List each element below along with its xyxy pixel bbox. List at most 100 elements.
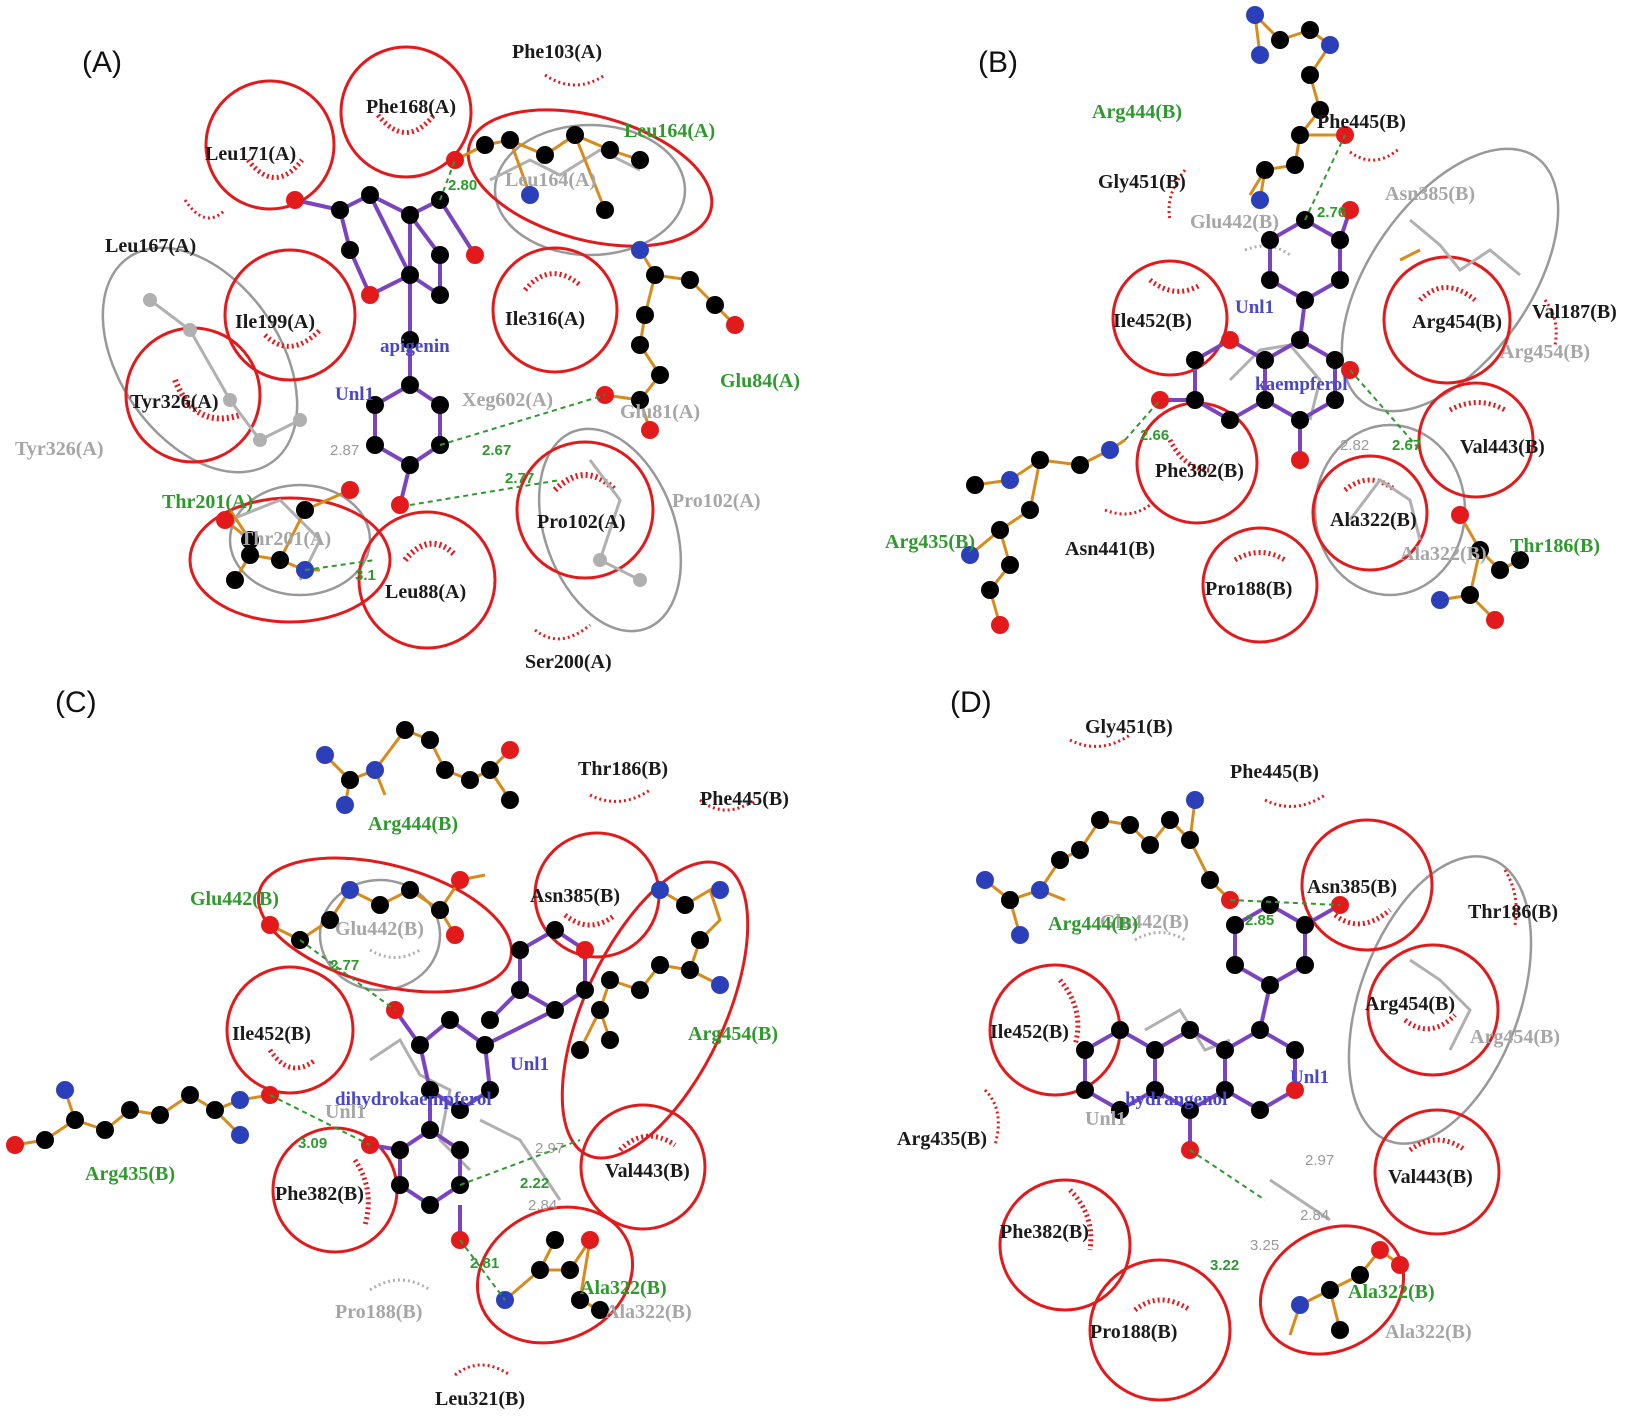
hydrophobic-arc: [1134, 931, 1186, 942]
highlight-circle: [357, 510, 497, 650]
ligand-name: apigenin: [380, 336, 450, 357]
hydrophobic-arc: [699, 798, 756, 812]
highlight-circle: [515, 440, 655, 580]
residue-label: Leu321(B): [435, 1388, 525, 1410]
residue-label: Arg454(B): [1470, 1026, 1560, 1048]
residue-label: Ala322(B): [1330, 509, 1417, 531]
hbond-distance: 2.77: [505, 470, 534, 487]
residue-label: Val443(B): [1460, 436, 1545, 458]
highlight-ellipse: [188, 496, 392, 624]
highlight-circle: [1088, 1258, 1232, 1402]
hbond-distance: 2.81: [470, 1255, 499, 1272]
hydrophobic-arc: [267, 1048, 317, 1071]
distance-label: 2.84: [1300, 1207, 1329, 1224]
superposed-ellipse: [537, 427, 683, 633]
panel-c: (C): [6, 686, 789, 1410]
hbond-distance: 2.76: [1317, 204, 1346, 221]
residue-label: Pro188(B): [1090, 1321, 1177, 1343]
hydrophobic-arc: [263, 328, 322, 349]
panel-d-label: (D): [950, 686, 992, 719]
residue-label: Gly451(B): [1098, 171, 1186, 193]
residue-label: Arg454(B): [1412, 311, 1502, 333]
residue-label: Ser200(A): [525, 651, 612, 673]
residue-label: Tyr326(A): [130, 391, 219, 413]
unl-label: Unl1: [1290, 1067, 1329, 1088]
panel-b-label: (B): [978, 46, 1018, 79]
hydrophobic-arc: [369, 1278, 431, 1292]
residue-label: Ala322(B): [580, 1277, 667, 1299]
panel-a-label: (A): [82, 46, 122, 79]
superposed-molecule: [369, 1037, 562, 1201]
residue-label: Tyr326(A): [15, 438, 104, 460]
residue-label: Asn385(B): [1385, 183, 1475, 205]
superposed-ellipse: [101, 246, 299, 474]
residue-label: Thr201(A): [162, 491, 253, 513]
hydrophobic-arc: [352, 1158, 371, 1226]
residue-label: Phe445(B): [1317, 111, 1406, 133]
residue-label: Arg435(B): [885, 531, 975, 553]
residue-label: Phe103(A): [512, 41, 602, 63]
residue-label: Val443(B): [605, 1160, 690, 1182]
hydrophobic-arc: [183, 199, 227, 220]
hbond-distance: 2.67: [1392, 437, 1421, 454]
residue-label: Arg454(B): [1365, 993, 1455, 1015]
residue-label: Ile199(A): [235, 311, 315, 333]
hydrophobic-arc: [618, 1133, 677, 1152]
hbond-distance: 3.09: [298, 1135, 327, 1152]
panel-d: (D): [897, 686, 1560, 1402]
residue-label: Asn385(B): [1307, 876, 1397, 898]
hydrophobic-arc: [1418, 285, 1477, 302]
hbond-distance: 2.77: [330, 957, 359, 974]
highlight-circle: [1300, 818, 1434, 952]
hbond-lines: [1124, 134, 1421, 451]
residue-label: Thr186(B): [1510, 535, 1600, 557]
residue-label: Val187(B): [1532, 301, 1617, 323]
highlight-circle: [1382, 255, 1512, 385]
hbond-distance: 2.80: [448, 177, 477, 194]
hydrophobic-arc: [1448, 400, 1507, 413]
hydrophobic-arc: [983, 1088, 1000, 1146]
residue-label: Pro102(A): [672, 490, 761, 512]
residue-label: Leu164(A): [624, 120, 715, 142]
highlight-ellipse: [1258, 1224, 1406, 1356]
residue-label: Glu81(A): [620, 401, 700, 423]
highlight-circle: [204, 79, 336, 211]
residue-label: Phe168(A): [366, 96, 456, 118]
residue-label: Unl1: [325, 1101, 366, 1123]
residue-label: Val443(B): [1388, 1166, 1473, 1188]
distance-label: 2.82: [1340, 437, 1369, 454]
hydrophobic-arc: [1069, 733, 1131, 748]
hydrophobic-arc: [544, 73, 606, 87]
hydrophobic-arc: [1058, 978, 1081, 1046]
hydrophobic-arc: [563, 912, 617, 928]
residue-label: Phe382(B): [1000, 1221, 1089, 1243]
residue-label: Thr186(B): [578, 758, 668, 780]
distance-label: 2.87: [330, 442, 359, 459]
hydrophobic-arc: [1403, 1013, 1457, 1032]
highlight-circle: [998, 1178, 1132, 1312]
superposed-ellipse: [1340, 147, 1560, 413]
residue-label: Glu442(B): [1100, 911, 1189, 933]
residue-label: Unl1: [1085, 1108, 1126, 1130]
hydrophobic-arc: [1343, 477, 1397, 493]
residue-label: Leu88(A): [385, 581, 466, 603]
residue-label: Glu442(B): [1190, 211, 1279, 233]
residue-label: Leu171(A): [205, 143, 296, 165]
unl-label: Unl1: [1235, 297, 1274, 318]
hydrophobic-arc: [1333, 908, 1392, 927]
residue-label: Glu442(B): [335, 918, 424, 940]
residue-label: Ile316(A): [505, 308, 585, 330]
residue-label: Arg444(B): [1048, 913, 1138, 935]
hbond-lines: [304, 159, 606, 571]
residue-label: Arg454(B): [1500, 341, 1590, 363]
hydrophobic-arc: [454, 1363, 511, 1377]
residue-label: Phe445(B): [1230, 761, 1319, 783]
hydrophobic-arc: [376, 113, 436, 135]
panel-b: (B): [885, 6, 1617, 644]
highlight-circle: [1201, 526, 1319, 644]
distance-label: 3.25: [1250, 1237, 1279, 1254]
hydrophobic-arc: [1233, 550, 1287, 563]
atoms: [976, 791, 1409, 1339]
